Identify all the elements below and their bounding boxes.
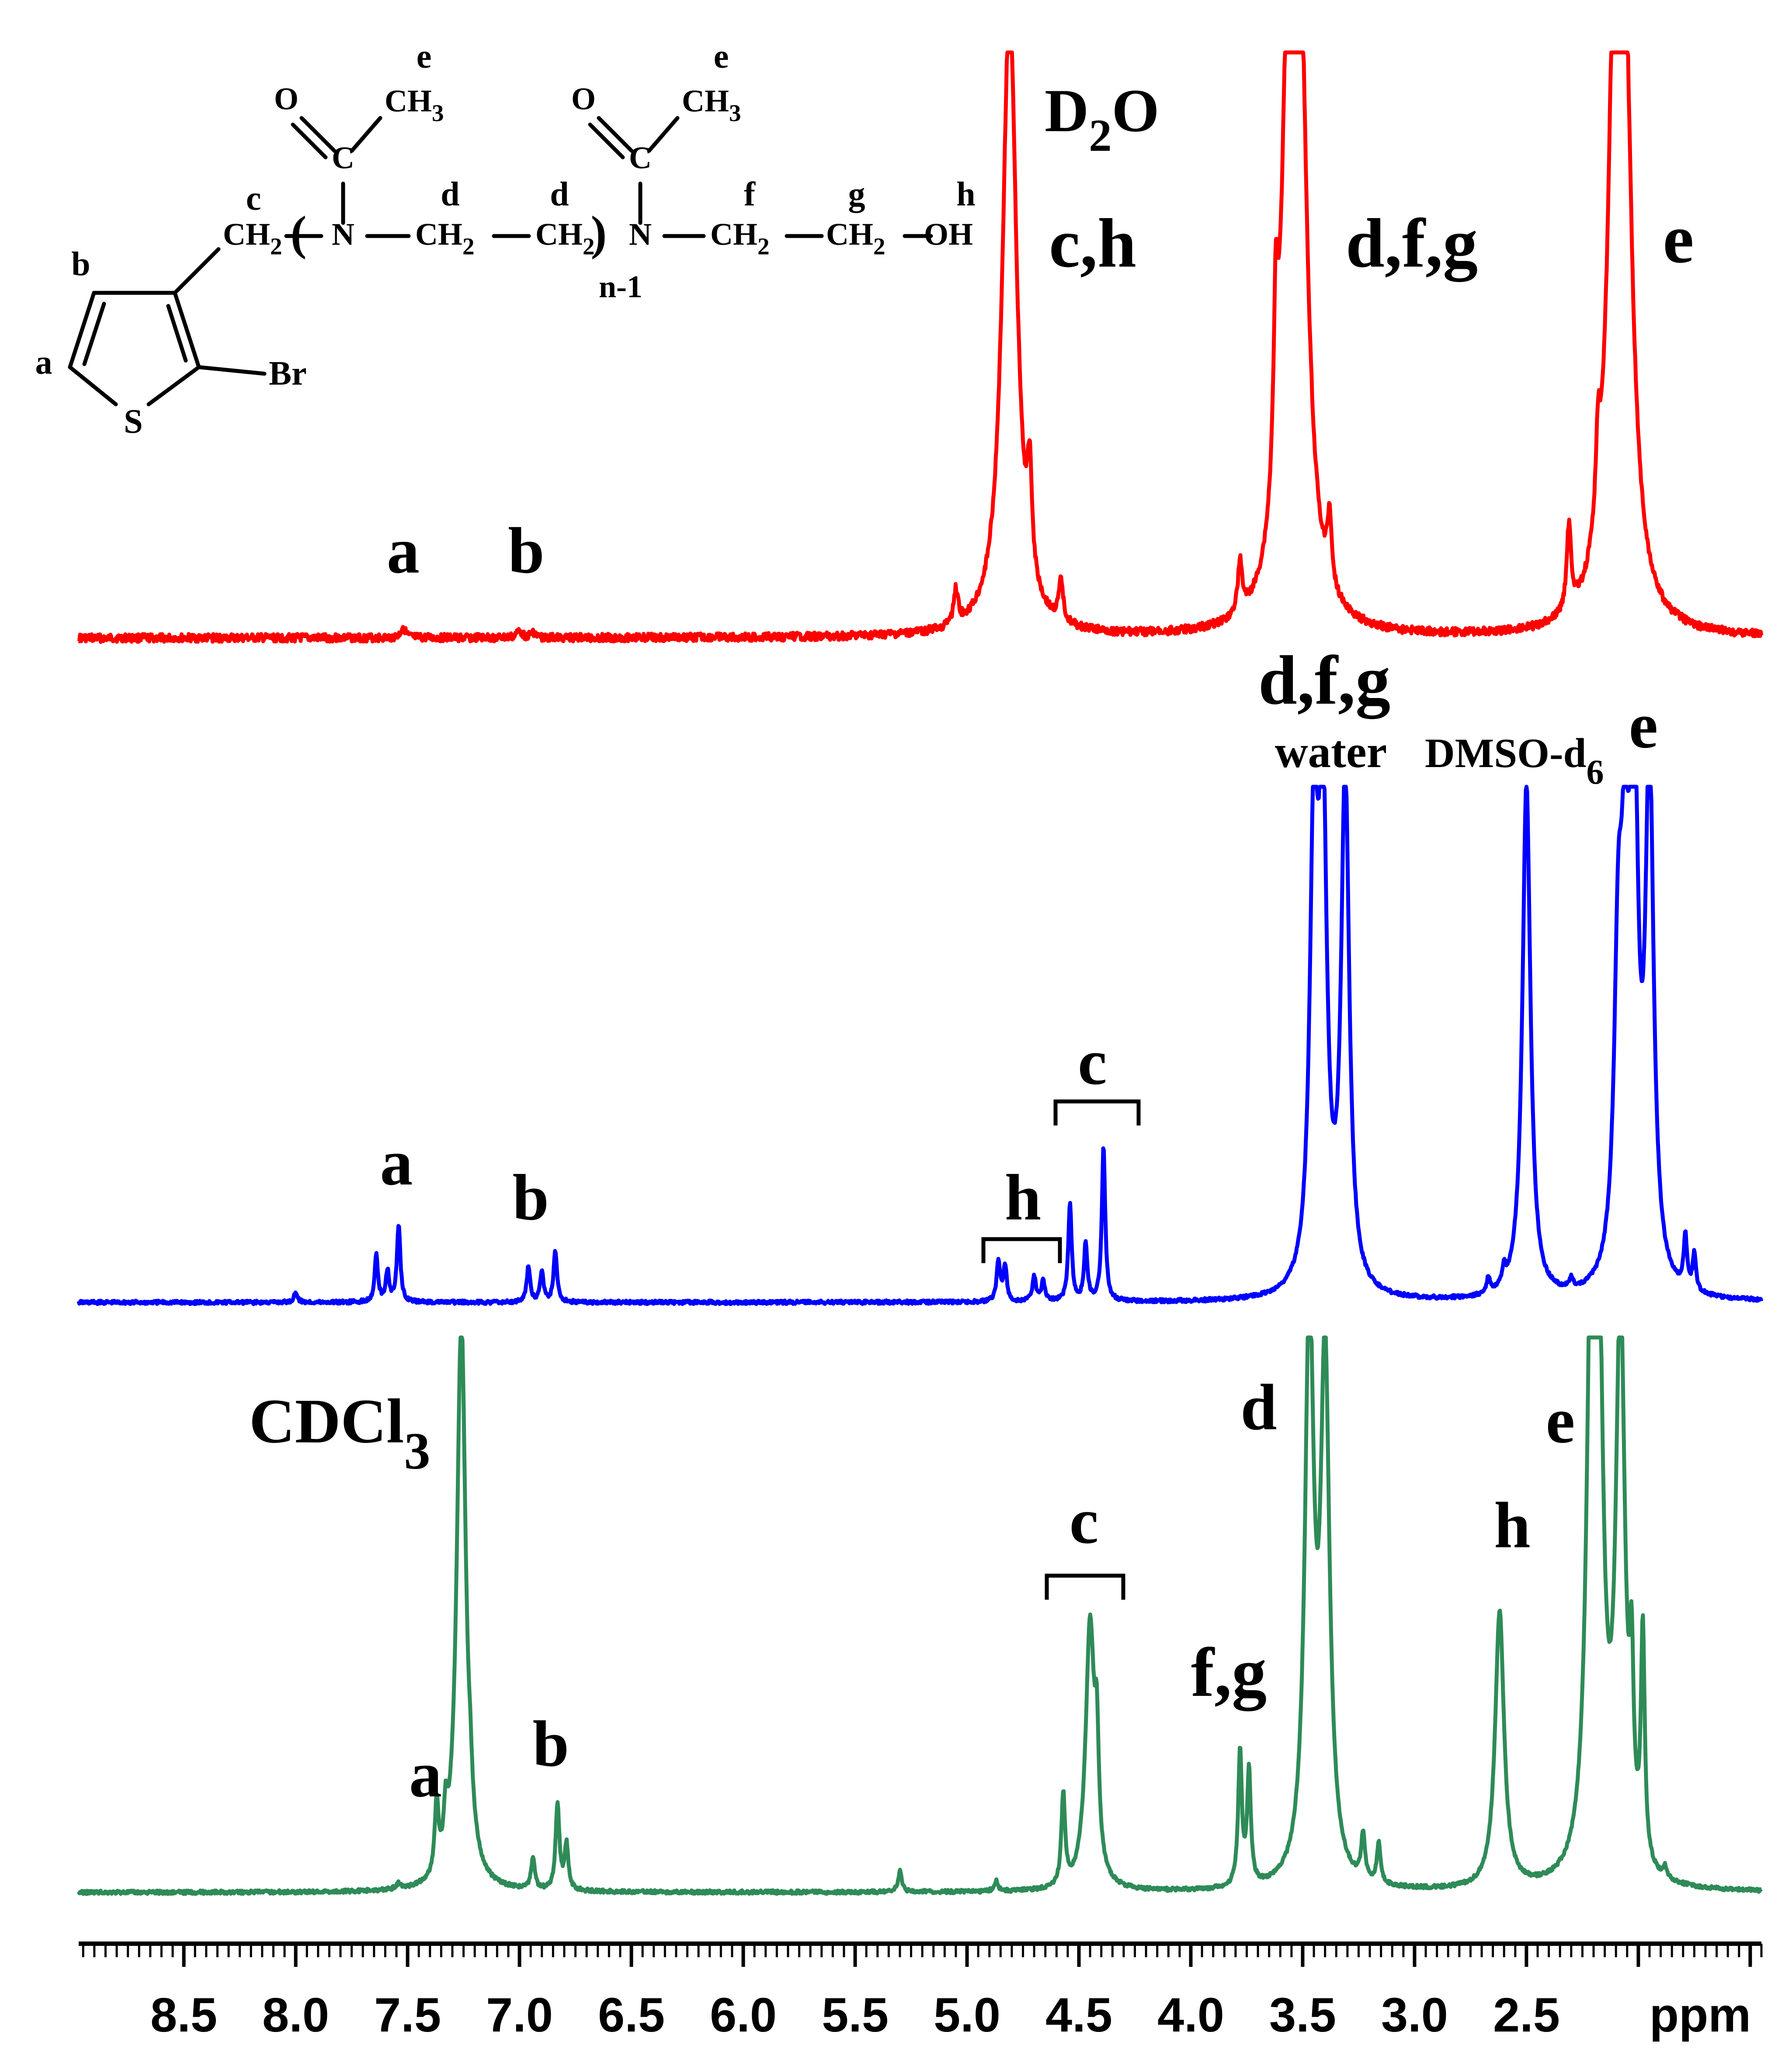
peak-label-e: e	[1629, 689, 1658, 762]
peak-label-e: e	[1546, 1384, 1575, 1457]
x-tick-label: 5.5	[822, 1988, 889, 2042]
x-tick-label: 6.0	[710, 1988, 777, 2042]
peak-label-c: c	[1078, 1026, 1107, 1098]
x-tick-label: 8.0	[262, 1988, 329, 2042]
label-f: f	[744, 175, 756, 213]
water-label: water	[1275, 726, 1387, 777]
solvent-subscript: 2	[1089, 110, 1112, 161]
x-tick-label: 7.5	[374, 1988, 441, 2042]
peak-label-a: a	[409, 1738, 442, 1811]
carbonyl-carbon-e1: C	[332, 140, 354, 175]
solvent-subscript: 3	[404, 1422, 430, 1480]
carbonyl-double-bond	[291, 122, 328, 160]
sulfur-atom: S	[124, 402, 142, 440]
peak-label-e: e	[1663, 200, 1694, 278]
bromine-atom: Br	[269, 354, 307, 392]
bond-ch3	[647, 116, 680, 153]
subscript: 2	[270, 233, 282, 260]
bond-ch3	[350, 116, 382, 153]
peak-label-fg: f,g	[1191, 1633, 1267, 1712]
peak-label-dfg: d,f,g	[1346, 204, 1478, 282]
bracket-c-cdcl3	[1045, 1573, 1125, 1600]
subscript: 2	[873, 233, 886, 260]
peak-label-h: h	[1005, 1161, 1041, 1234]
peak-label-a: a	[380, 1126, 413, 1199]
peak-label-h: h	[1494, 1489, 1530, 1562]
subscript: 2	[757, 233, 770, 260]
ring-bond	[68, 365, 118, 406]
subscript: 3	[432, 100, 444, 126]
peak-label-ch: c,h	[1049, 204, 1136, 282]
solvent-label-rest: O	[1112, 77, 1160, 145]
x-tick-label: 6.5	[598, 1988, 665, 2042]
carbonyl-double-bond	[588, 122, 625, 160]
spectrum-line-2	[76, 785, 1764, 1306]
bracket-h-dmso	[981, 1237, 1062, 1263]
x-tick-label: 8.5	[150, 1988, 217, 2042]
peak-label-d: d	[1240, 1371, 1277, 1444]
oxygen-e2: O	[571, 81, 596, 116]
label-e1: e	[417, 37, 432, 75]
bracket-c-dmso	[1053, 1099, 1141, 1125]
label-e2: e	[714, 37, 729, 75]
label-g: g	[848, 175, 865, 213]
repeat-label: n-1	[599, 269, 642, 304]
paren-close: )	[591, 206, 607, 260]
carbonyl-double-bond	[597, 116, 634, 153]
subscript: 3	[729, 100, 741, 126]
peak-label-c: c	[1070, 1485, 1099, 1557]
ring-bond	[173, 291, 201, 369]
label-h: h	[956, 175, 975, 213]
label-c: c	[246, 179, 261, 217]
subscript: 2	[583, 233, 595, 260]
paren-open: (	[291, 206, 307, 260]
carbonyl-double-bond	[299, 116, 337, 153]
label-d1: d	[441, 175, 459, 213]
x-tick-label: 4.0	[1157, 1988, 1224, 2042]
hydroxyl: OH	[924, 217, 973, 252]
subscript: 2	[462, 233, 475, 260]
spectrum-line-3	[76, 1335, 1763, 1896]
ring-double-bond	[82, 302, 106, 366]
peak-label-b: b	[512, 1161, 549, 1234]
x-tick-label: 4.5	[1045, 1988, 1112, 2042]
bond-ch2	[173, 247, 221, 295]
ring-bond	[68, 291, 96, 369]
x-axis-ticks: 8.5 8.0 7.5 7.0 6.5 6.0 5.5 5.0 4.5 4.0 3.5 3.0 2.5	[82, 1944, 1763, 2042]
x-tick-label: 3.5	[1269, 1988, 1336, 2042]
solvent-subscript: 6	[1586, 753, 1604, 792]
ring-label-a: a	[35, 343, 52, 381]
peak-label-b: b	[508, 514, 544, 587]
peak-label-a: a	[387, 514, 420, 587]
oxygen-e1: O	[274, 81, 299, 116]
bond-br	[197, 365, 267, 376]
x-axis-unit-label: ppm	[1650, 1988, 1751, 2042]
spectra-group	[76, 50, 1764, 1896]
peak-label-dfg: d,f,g	[1258, 641, 1390, 719]
ring-bond	[146, 365, 201, 406]
ring-label-b: b	[71, 245, 90, 283]
carbonyl-carbon-e2: C	[629, 140, 652, 175]
x-tick-label: 2.5	[1493, 1988, 1560, 2042]
x-tick-label: 5.0	[934, 1988, 1000, 2042]
ring-double-bond	[166, 304, 188, 363]
spectrum-line-1	[77, 50, 1764, 644]
x-tick-label: 7.0	[486, 1988, 553, 2042]
label-d2: d	[550, 175, 569, 213]
x-tick-label: 3.0	[1381, 1988, 1448, 2042]
peak-label-b: b	[533, 1708, 569, 1780]
